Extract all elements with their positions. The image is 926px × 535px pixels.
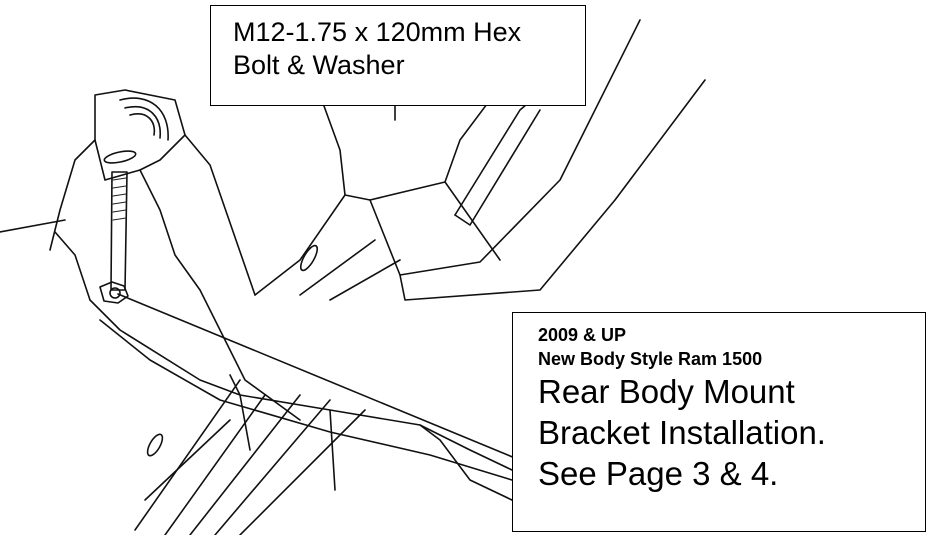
bolt-callout-line1: M12-1.75 x 120mm Hex bbox=[233, 17, 522, 47]
bolt-callout-line2: Bolt & Washer bbox=[233, 50, 405, 80]
frame-rail-lower bbox=[134, 239, 401, 535]
bolt-callout-box: M12-1.75 x 120mm Hex Bolt & Washer bbox=[210, 5, 586, 106]
mount-callout-year: 2009 & UP bbox=[538, 325, 627, 345]
hex-bolt bbox=[99, 171, 129, 304]
mount-callout-box: 2009 & UP New Body Style Ram 1500 Rear B… bbox=[512, 312, 926, 532]
mount-callout-line3: See Page 3 & 4. bbox=[538, 455, 779, 492]
mount-callout-line2: Bracket Installation. bbox=[538, 414, 826, 451]
rail-slot-lower bbox=[146, 433, 164, 457]
bracket-upper-plate bbox=[0, 89, 301, 421]
leader-line bbox=[117, 293, 516, 459]
rail-slot-upper bbox=[299, 244, 319, 272]
mount-callout-model: New Body Style Ram 1500 bbox=[538, 349, 763, 369]
mount-callout-line1: Rear Body Mount bbox=[538, 373, 795, 410]
